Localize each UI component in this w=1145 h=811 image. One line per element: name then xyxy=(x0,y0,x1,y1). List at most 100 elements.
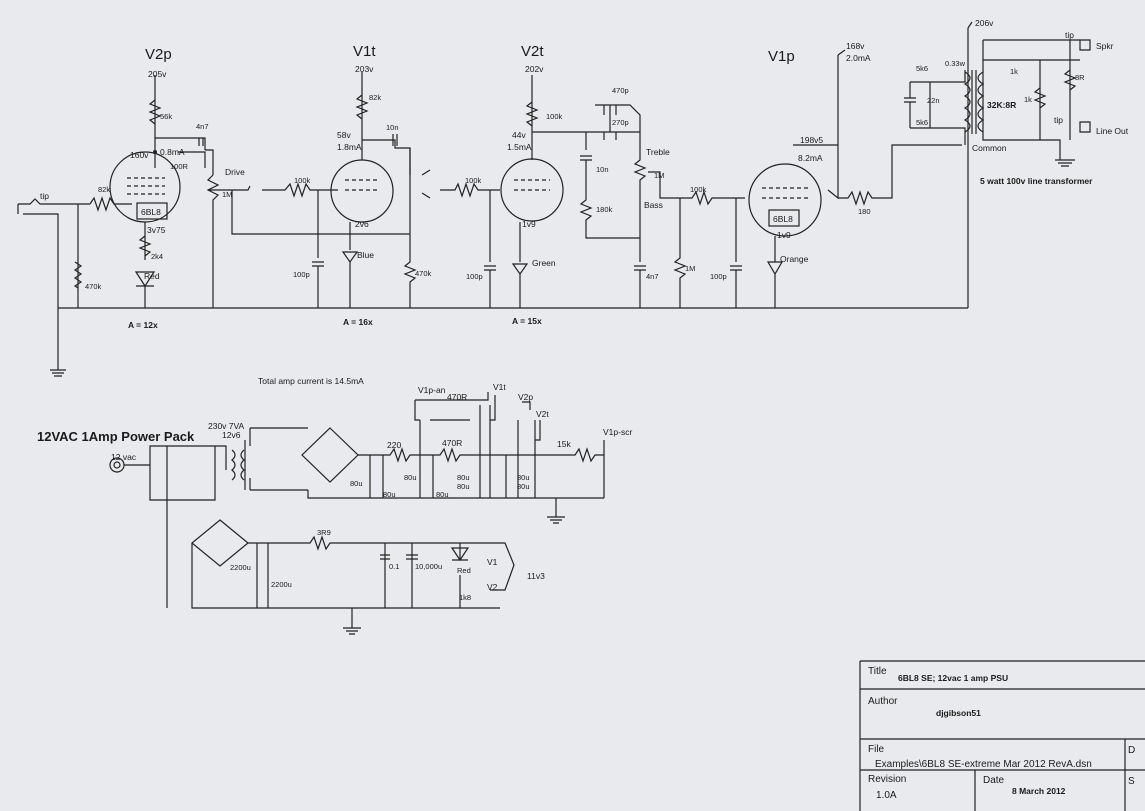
treble-control-label: Treble xyxy=(646,147,670,157)
v2p-cathode-voltage: 3v75 xyxy=(147,225,166,235)
sheet-label: S xyxy=(1128,776,1135,787)
r82k-input: 82k xyxy=(98,185,110,194)
gain-stage-2: A = 16x xyxy=(343,317,373,327)
tube-label-v1t: V1t xyxy=(353,43,376,60)
power-supply-circuit xyxy=(109,392,605,635)
r1k-a: 1k xyxy=(1010,67,1018,76)
r2k4: 2k4 xyxy=(151,252,163,261)
amplifier-circuit xyxy=(17,21,1091,377)
common-label: Common xyxy=(972,143,1007,153)
v1t-supply: 203v xyxy=(355,64,374,74)
xfmr-supply: 206v xyxy=(975,18,994,28)
psu-cap-2200u-b: 2200u xyxy=(271,580,292,589)
psu-cap-6: 80u xyxy=(457,482,470,491)
author-label: Author xyxy=(868,696,898,707)
r100k-b: 100k xyxy=(465,176,482,185)
v2t-supply: 202v xyxy=(525,64,544,74)
heater-v1: V1 xyxy=(487,557,498,567)
xfmr-ratio: 32K:8R xyxy=(987,100,1016,110)
psu-cap-0-1: 0.1 xyxy=(389,562,399,571)
v2p-type-label: 6BL8 xyxy=(141,207,161,217)
title-block: Title 6BL8 SE; 12vac 1 amp PSU Author dj… xyxy=(859,660,1145,811)
date-label: Date xyxy=(983,775,1005,786)
spkr-label: Spkr xyxy=(1096,41,1114,51)
v1p-type-label: 6BL8 xyxy=(773,214,793,224)
v1p-supply: 168v xyxy=(846,41,865,51)
gain-stage-1: A = 12x xyxy=(128,320,158,330)
psu-cap-2200u-a: 2200u xyxy=(230,563,251,572)
r56k: 56k xyxy=(160,112,172,121)
line-out-label: Line Out xyxy=(1096,126,1129,136)
psu-r15k: 15k xyxy=(557,439,571,449)
psu-r220: 220 xyxy=(387,440,401,450)
led-red-label: Red xyxy=(144,271,160,281)
v1p-plate-voltage: 198v5 xyxy=(800,135,823,145)
drawing-title: 6BL8 SE; 12vac 1 amp PSU xyxy=(898,673,1008,683)
r100k-a: 100k xyxy=(294,176,311,185)
gain-stage-3: A = 15x xyxy=(512,316,542,326)
v1t-cathode-voltage: 2v6 xyxy=(355,219,369,229)
v1p-current: 2.0mA xyxy=(846,53,871,63)
title-label: Title xyxy=(868,666,887,677)
r100k-v2t: 100k xyxy=(546,112,563,121)
v2t-plate-voltage: 44v xyxy=(512,130,526,140)
psu-r470r-b: 470R xyxy=(442,438,462,448)
power-supply-labels: 12VAC 1Amp Power Pack 12 vac 230v 7VA 12… xyxy=(37,382,632,602)
r5k6-a: 5k6 xyxy=(916,64,928,73)
r1k-b: 1k xyxy=(1024,95,1032,104)
psu-cap-8: 80u xyxy=(517,482,530,491)
rail-v2p: V2p xyxy=(518,392,533,402)
c100p-c: 100p xyxy=(710,272,727,281)
line-tip-label: tip xyxy=(1054,115,1063,125)
v2t-current: 1.5mA xyxy=(507,142,532,152)
v2t-cathode-voltage: 1v9 xyxy=(522,219,536,229)
revision-label: Revision xyxy=(868,774,906,785)
c22n: 22n xyxy=(927,96,940,105)
file-path: Examples\6BL8 SE-extreme Mar 2012 RevA.d… xyxy=(875,759,1092,770)
v2p-supply: 205v xyxy=(148,69,167,79)
drive-control-label: Drive xyxy=(225,167,245,177)
v2p-plate-voltage: 160v xyxy=(130,150,149,160)
v1t-current: 1.8mA xyxy=(337,142,362,152)
amplifier-labels: V2p V1t V2t V1p 6BL8 6BL8 205v 203v 202v… xyxy=(40,18,1129,386)
c10n-b: 10n xyxy=(596,165,609,174)
psu-led-red: Red xyxy=(457,566,471,575)
r1m: 1M xyxy=(685,264,695,273)
r0-33w: 0.33w xyxy=(945,59,966,68)
psu-xfmr-rating: 230v 7VA xyxy=(208,421,245,431)
r180k: 180k xyxy=(596,205,613,214)
led-orange-label: Orange xyxy=(780,254,809,264)
heater-voltage: 11v3 xyxy=(527,571,545,581)
c4n7-tone: 4n7 xyxy=(646,272,659,281)
v2p-current: 0.8mA xyxy=(160,147,185,157)
v1p-cathode-voltage: 1v9 xyxy=(777,230,791,240)
r100k-c: 100k xyxy=(690,185,707,194)
treble-pot-value: 1M xyxy=(654,171,664,180)
tube-label-v2t: V2t xyxy=(521,43,544,60)
c100p-a: 100p xyxy=(293,270,310,279)
drawing-number-label: D xyxy=(1128,745,1135,756)
input-tip-label: tip xyxy=(40,191,49,201)
psu-cap-3: 80u xyxy=(404,473,417,482)
c100p-b: 100p xyxy=(466,272,483,281)
psu-cap-5: 80u xyxy=(457,473,470,482)
rail-v1p-an: V1p-an xyxy=(418,385,446,395)
tube-label-v2p: V2p xyxy=(145,46,172,63)
psu-title: 12VAC 1Amp Power Pack xyxy=(37,429,195,444)
led-blue-label: Blue xyxy=(357,250,374,260)
psu-cap-1: 80u xyxy=(350,479,363,488)
r470k-input: 470k xyxy=(85,282,102,291)
psu-input-label: 12 vac xyxy=(111,452,137,462)
file-label: File xyxy=(868,744,885,755)
psu-r470r-a: 470R xyxy=(447,392,467,402)
author-name: djgibson51 xyxy=(936,708,981,718)
psu-cap-2: 80u xyxy=(383,490,396,499)
date-value: 8 March 2012 xyxy=(1012,786,1066,796)
psu-cap-10000u: 10,000u xyxy=(415,562,442,571)
bass-control-label: Bass xyxy=(644,200,663,210)
output-tip-label: tip xyxy=(1065,30,1074,40)
v1p-tube xyxy=(748,163,822,237)
c4n7-coupling: 4n7 xyxy=(196,122,209,131)
psu-xfmr-secondary: 12v6 xyxy=(222,430,241,440)
heater-v2: V2 xyxy=(487,582,498,592)
